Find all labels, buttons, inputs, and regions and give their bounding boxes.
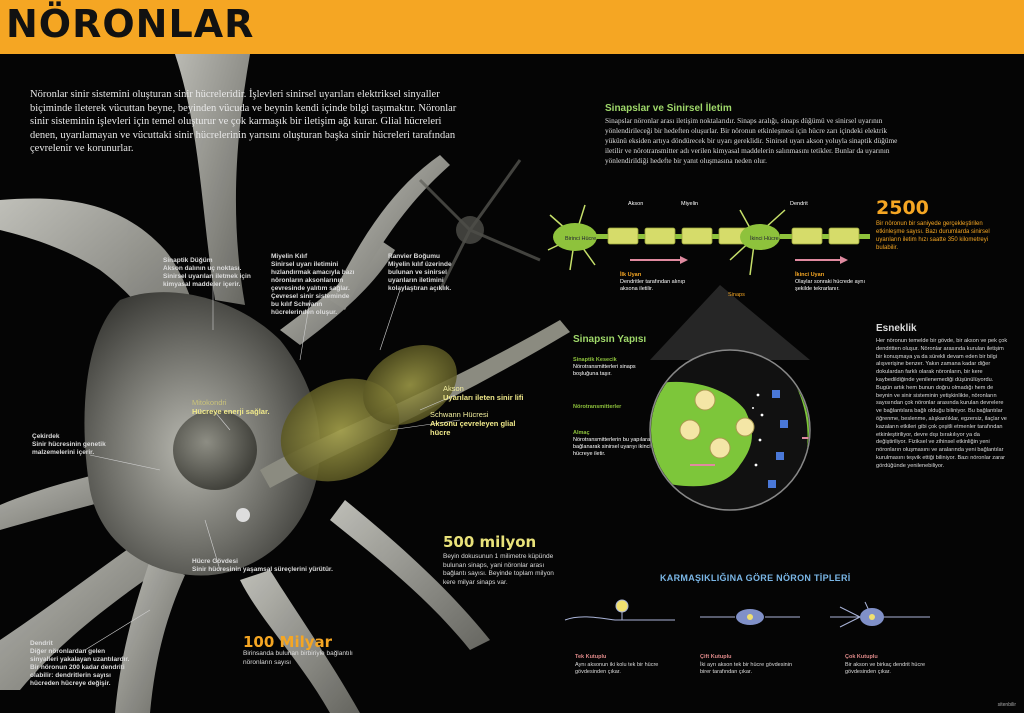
label-title: Sinaptik Kesecik (573, 357, 617, 363)
label-text: Nörotransmitterleri sinaps boşluğuna taş… (573, 364, 636, 377)
stat-100-milyar-desc: Birinsanda bulunan birbiriyle bağlantılı… (243, 650, 353, 666)
diag-sinaps: Sinaps (728, 292, 745, 298)
type-tek-kutuplu: Tek Kutuplu Aynı aksonun iki kolu tek bi… (575, 654, 670, 677)
diag-miyelin: Miyelin (681, 201, 699, 207)
diag-ikinci-hucre: İkinci Hücre (750, 236, 779, 242)
label-text: Akson dalının uç noktası. Sinirsel uyarı… (163, 265, 251, 288)
label-cekirdek: Çekirdek Sinir hücresinin genetik malzem… (32, 433, 112, 457)
intro-text: Nöronlar sinir sistemini oluşturan sinir… (30, 89, 457, 154)
label-sinaptik-dugum: Sinaptik Düğüm Akson dalının uç noktası.… (163, 257, 251, 289)
label-title: Hücre Gövdesi (192, 558, 238, 565)
type-title: Çift Kutuplu (700, 654, 732, 660)
diag-ilk-uyari-desc: Dendritler tarafından alınıp aksona ilet… (620, 279, 686, 292)
label-text: Sinirsel uyarı iletimini hızlandırmak am… (271, 261, 355, 316)
label-title: Mitokondri (192, 398, 227, 407)
label-text: Sinir hücresinin yaşamsal süreçlerini yü… (192, 566, 333, 573)
header-bar (0, 0, 1024, 54)
synapse-text: Sinapslar nöronlar arası iletişim noktal… (605, 116, 898, 165)
diag-ikinci-uyari: İkinci Uyarı Olaylar sonraki hücrede ayn… (795, 272, 865, 293)
label-norotransmitter: Nörotransmitterler (573, 404, 621, 411)
label-title: Sinaptik Düğüm (163, 257, 213, 264)
label-akson: Akson Uyarıları ileten sinir lifi (443, 384, 543, 402)
type-title: Tek Kutuplu (575, 654, 607, 660)
label-title: Ranvier Boğumu (388, 253, 441, 260)
label-title: Almaç (573, 430, 590, 436)
label-sinaptik-kesecik: Sinaptik Kesecik Nörotransmitterleri sin… (573, 357, 653, 378)
label-mitokondri: Mitokondri Hücreye enerji sağlar. (192, 398, 292, 416)
diag-ikinci-uyari-title: İkinci Uyarı (795, 272, 825, 278)
diag-akson: Akson (628, 201, 644, 207)
neuron-types-title: KARMAŞIKLIĞINA GÖRE NÖRON TİPLERİ (660, 573, 851, 583)
credit: sitenbilir (997, 702, 1016, 708)
stat-500-milyon: 500 milyon (443, 533, 537, 551)
label-almac: Almaç Nörotransmitterlerin bu yapılara b… (573, 430, 653, 458)
diag-ilk-uyari-title: İlk Uyarı (620, 272, 642, 278)
diag-ilk-uyari: İlk Uyarı Dendritler tarafından alınıp a… (620, 272, 690, 293)
neuron-illustration (0, 54, 570, 713)
label-text: Diğer nöronlardan gelen sinyalleri yakal… (30, 648, 130, 687)
label-title: Dendrit (30, 640, 53, 647)
type-text: İki ayrı akson tek bir hücre gövdesinin … (700, 661, 793, 676)
synapse-title: Sinapslar ve Sinirsel İletim (605, 103, 732, 114)
page-title: NÖRONLAR (6, 2, 255, 46)
label-dendrit: Dendrit Diğer nöronlardan gelen sinyalle… (30, 640, 135, 688)
stat-2500: 2500 (876, 197, 929, 219)
label-ranvier: Ranvier Boğumu Miyelin kılıf üzerinde bu… (388, 253, 468, 293)
synapse-diagram (547, 204, 870, 511)
label-title: Nörotransmitterler (573, 404, 622, 410)
label-title: Akson (443, 384, 464, 393)
diag-birinci-hucre: Birinci Hücre (565, 236, 597, 242)
type-cift-kutuplu: Çift Kutuplu İki ayrı akson tek bir hücr… (700, 654, 795, 677)
stat-2500-desc: Bir nöronun bir saniyede gerçekleştirile… (876, 221, 990, 251)
label-miyelin-kilif: Miyelin Kılıf Sinirsel uyarı iletimini h… (271, 253, 359, 317)
type-title: Çok Kutuplu (845, 654, 878, 660)
label-text: Miyelin kılıf üzerinde bulunan ve sinirs… (388, 261, 452, 292)
esneklik-text: Her nöronun temelde bir gövde, bir akson… (876, 338, 1008, 469)
label-title: Schwann Hücresi (430, 410, 489, 419)
type-text: Bir akson ve birkaç dendrit hücre gövdes… (845, 661, 926, 676)
type-cok-kutuplu: Çok Kutuplu Bir akson ve birkaç dendrit … (845, 654, 940, 677)
label-text: Uyarıları ileten sinir lifi (443, 393, 524, 402)
label-text: Hücreye enerji sağlar. (192, 407, 270, 416)
synapse-structure-title: Sinapsın Yapısı (573, 334, 647, 345)
diag-dendrit: Dendrit (790, 201, 808, 207)
stat-100-milyar: 100 Milyar (243, 633, 333, 651)
label-title: Çekirdek (32, 433, 60, 440)
diag-ikinci-uyari-desc: Olaylar sonraki hücrede aynı şekilde tek… (795, 279, 866, 292)
label-text: Sinir hücresinin genetik malzemelerini i… (32, 441, 106, 456)
type-text: Aynı aksonun iki kolu tek bir hücre gövd… (575, 661, 659, 676)
label-hucre-govdesi: Hücre Gövdesi Sinir hücresinin yaşamsal … (192, 558, 352, 574)
stat-500-milyon-desc: Beyin dokusunun 1 milimetre küpünde bulu… (443, 553, 554, 586)
label-text: Nörotransmitterlerin bu yapılara bağlana… (573, 437, 651, 457)
label-text: Aksonu çevreleyen glial hücre (430, 419, 516, 437)
label-title: Miyelin Kılıf (271, 253, 308, 260)
esneklik-title: Esneklik (876, 323, 917, 334)
label-schwann: Schwann Hücresi Aksonu çevreleyen glial … (430, 410, 520, 437)
neuron-types-diagram (564, 599, 930, 628)
